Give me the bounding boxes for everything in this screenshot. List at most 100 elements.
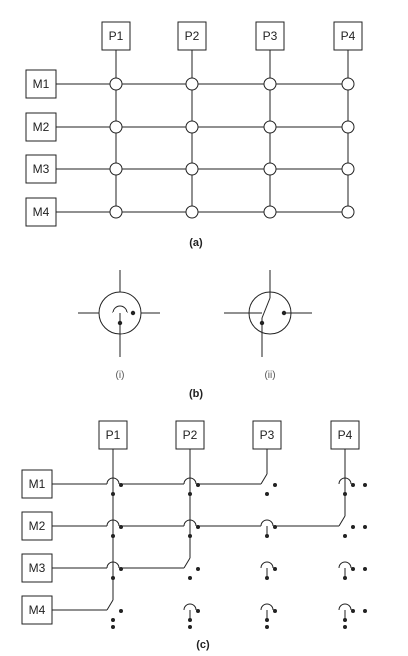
processor-box-P1	[101, 21, 131, 51]
processor-box-P2	[177, 21, 207, 51]
switch-i-hop	[112, 305, 128, 314]
memory-box-M4	[21, 595, 53, 625]
column-end-dot	[265, 625, 269, 629]
memory-label: M1	[33, 77, 50, 91]
processor-box-P1	[98, 420, 128, 450]
crossover-dot-bottom	[188, 534, 192, 538]
crossover-dot-right	[119, 567, 123, 571]
connect-dot-bottom	[111, 618, 115, 622]
connect-bend	[338, 515, 346, 527]
crossover-dot-bottom	[111, 534, 115, 538]
crossover-dot-bottom	[265, 576, 269, 580]
crosspoint-node	[109, 162, 123, 176]
memory-box-M2	[25, 112, 57, 142]
crossover-dot-bottom	[343, 576, 347, 580]
connect-dot-bottom	[188, 576, 192, 580]
memory-box-M4	[25, 197, 57, 227]
memory-label: M4	[29, 603, 46, 617]
connect-bend	[183, 557, 191, 569]
crosspoint-node	[185, 120, 199, 134]
crosspoint-node	[341, 162, 355, 176]
crosspoint-node	[109, 205, 123, 219]
switch-i-dot-bottom	[117, 320, 123, 326]
switch-state-crossover: (i)	[78, 270, 160, 381]
crossover-hop	[260, 519, 274, 527]
memory-box-M2	[21, 511, 53, 541]
crosspoint-node	[263, 77, 277, 91]
processor-label: P4	[338, 428, 353, 442]
crosspoint-node	[263, 205, 277, 219]
crossover-dot-right	[119, 525, 123, 529]
crossover-hop	[183, 603, 197, 611]
connect-dot-bottom	[343, 534, 347, 538]
crossover-dot-right	[196, 609, 200, 613]
crossover-hop	[106, 519, 120, 527]
switch-state-connect: (ii)	[224, 270, 312, 381]
crosspoint-node	[263, 162, 277, 176]
processor-label: P1	[109, 29, 124, 43]
row-end-dot	[363, 483, 367, 487]
switch-ii-outline	[248, 291, 292, 335]
processor-box-P4	[330, 420, 360, 450]
crossover-dot-bottom	[111, 492, 115, 496]
column-end-dot	[343, 625, 347, 629]
connect-dot-right	[119, 609, 123, 613]
crossover-hop	[338, 561, 352, 569]
crossover-hop	[338, 603, 352, 611]
crossover-hop	[260, 603, 274, 611]
crossover-hop	[183, 477, 197, 485]
switch-i-dot-right	[130, 310, 136, 316]
connect-dot-right	[273, 483, 277, 487]
crossover-dot-bottom	[111, 576, 115, 580]
memory-box-M3	[21, 553, 53, 583]
connect-dot-right	[196, 567, 200, 571]
processor-label: P4	[341, 29, 356, 43]
connect-dot-bottom	[265, 492, 269, 496]
crosspoint-node	[263, 120, 277, 134]
memory-box-M1	[25, 69, 57, 99]
crossover-dot-bottom	[343, 492, 347, 496]
column-end-dot	[188, 625, 192, 629]
crossover-dot-bottom	[188, 618, 192, 622]
crosspoint-node	[185, 205, 199, 219]
crossover-dot-right	[351, 609, 355, 613]
crosspoint-node	[109, 77, 123, 91]
memory-box-M3	[25, 154, 57, 184]
row-end-dot	[363, 609, 367, 613]
switch-label-i: (i)	[116, 370, 125, 381]
crossover-dot-bottom	[188, 492, 192, 496]
memory-label: M2	[33, 120, 50, 134]
memory-label: M2	[29, 519, 46, 533]
caption-a: (a)	[189, 237, 203, 249]
caption-c: (c)	[196, 639, 210, 651]
processor-label: P1	[106, 428, 121, 442]
crosspoint-node	[109, 120, 123, 134]
column-end-dot	[111, 625, 115, 629]
crosspoint-node	[341, 205, 355, 219]
crosspoint-node	[185, 77, 199, 91]
connect-bend	[106, 599, 114, 611]
processor-label: P3	[263, 29, 278, 43]
crossover-hop	[260, 561, 274, 569]
processor-label: P2	[185, 29, 200, 43]
memory-label: M4	[33, 205, 50, 219]
crossover-dot-right	[351, 483, 355, 487]
memory-label: M3	[29, 561, 46, 575]
processor-box-P4	[333, 21, 363, 51]
crosspoint-node	[341, 77, 355, 91]
crossover-dot-bottom	[343, 618, 347, 622]
crossover-hop	[183, 519, 197, 527]
caption-b: (b)	[189, 388, 203, 400]
processor-label: P2	[183, 428, 198, 442]
connect-bend	[260, 473, 268, 485]
switch-ii-dot-bottom	[259, 320, 265, 326]
crossover-dot-right	[196, 483, 200, 487]
crossover-dot-bottom	[265, 534, 269, 538]
row-end-dot	[363, 525, 367, 529]
connect-dot-right	[351, 525, 355, 529]
crossover-dot-right	[351, 567, 355, 571]
processor-box-P3	[255, 21, 285, 51]
